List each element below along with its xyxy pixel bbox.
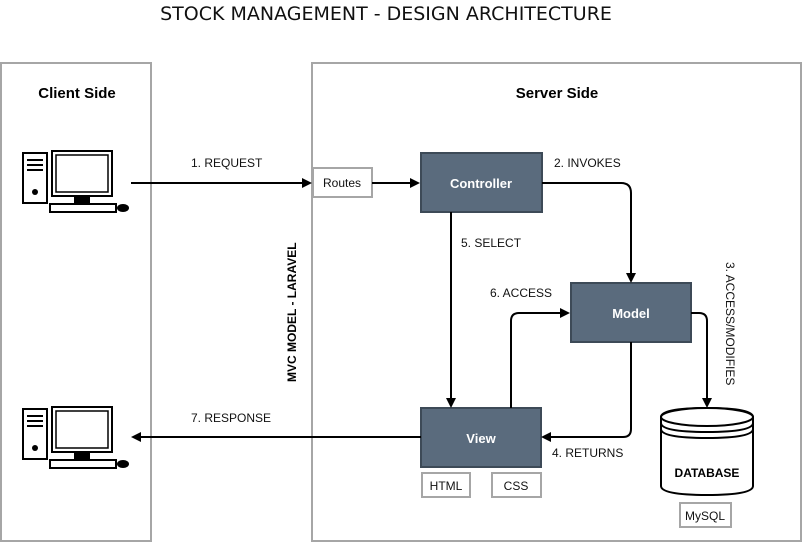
returns-arrow	[541, 342, 632, 442]
server-side-title: Server Side	[516, 85, 599, 102]
client-side-title: Client Side	[38, 85, 116, 102]
html-box	[421, 472, 471, 498]
database-label: DATABASE	[675, 466, 740, 480]
mvc-model-label: MVC MODEL - LARAVEL	[285, 242, 299, 382]
access-modifies-arrow	[691, 312, 712, 408]
css-label: CSS	[504, 479, 529, 493]
access-modifies-label: 3. ACCESS/MODIFIES	[723, 262, 737, 385]
routes-label: Routes	[323, 176, 361, 190]
select-label: 5. SELECT	[461, 236, 522, 250]
client-computer-icon	[22, 150, 129, 213]
access-label: 6. ACCESS	[490, 286, 552, 300]
view-label: View	[466, 431, 496, 446]
mysql-box	[679, 502, 732, 528]
model-label: Model	[612, 306, 650, 321]
controller-node	[420, 152, 543, 213]
css-box	[491, 472, 542, 498]
invokes-label: 2. INVOKES	[554, 156, 621, 170]
diagram-title: STOCK MANAGEMENT - DESIGN ARCHITECTURE	[160, 3, 612, 25]
controller-label: Controller	[450, 176, 512, 191]
access-arrow	[510, 308, 570, 408]
client-computer-response-icon	[22, 406, 129, 469]
html-label: HTML	[430, 479, 463, 493]
database-cylinder	[660, 406, 754, 497]
response-label: 7. RESPONSE	[191, 411, 271, 425]
client-side-panel	[0, 62, 152, 542]
invokes-arrow	[542, 182, 636, 283]
request-label: 1. REQUEST	[191, 156, 263, 170]
mysql-label: MySQL	[685, 509, 725, 523]
returns-label: 4. RETURNS	[552, 446, 623, 460]
